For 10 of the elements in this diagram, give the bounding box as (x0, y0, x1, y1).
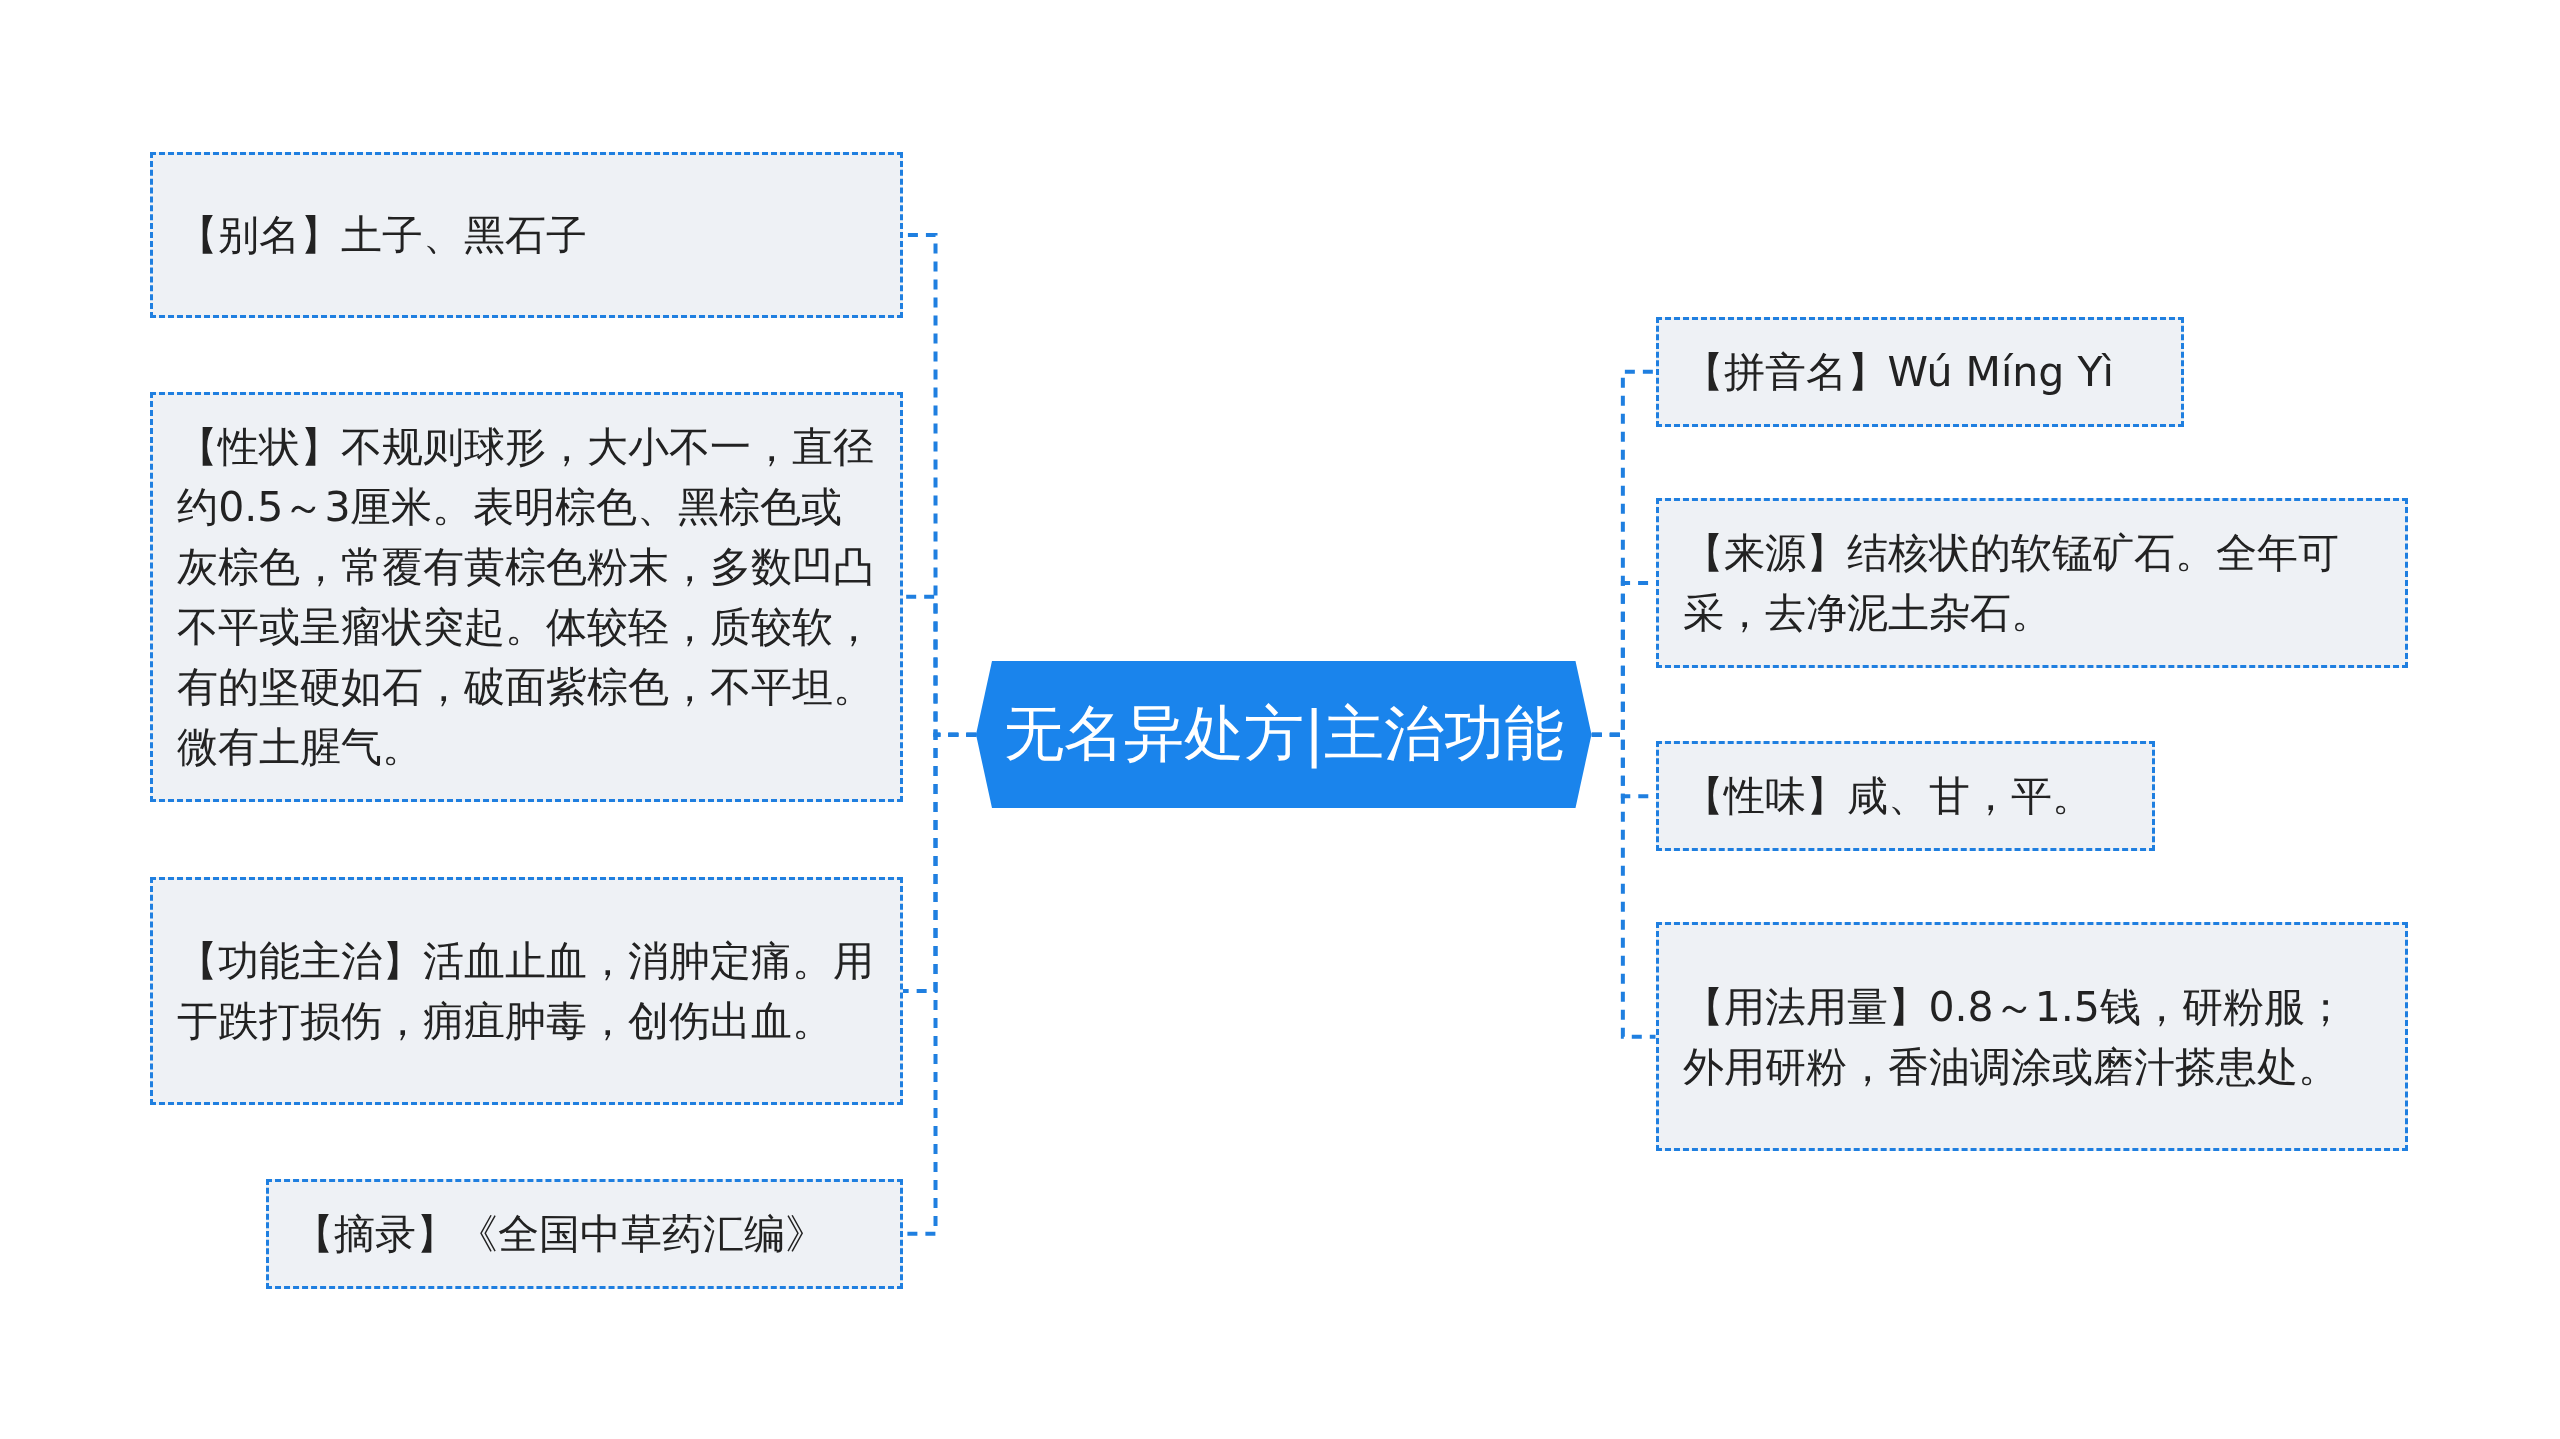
note-box: 【性状】不规则球形，大小不一，直径约0.5～3厘米。表明棕色、黑棕色或灰棕色，常覆有黄棕色粉末，多数凹凸不平或呈瘤状突起。体较轻，质较软，有的坚硬如石，破面紫棕色，不平坦。微有土腥气。 (150, 391, 903, 802)
note-box: 【摘录】《全国中草药汇编》 (266, 1178, 903, 1289)
note-box: 【性味】咸、甘，平。 (1655, 741, 2156, 852)
note-box: 【来源】结核状的软锰矿石。全年可采，去净泥土杂石。 (1655, 497, 2409, 668)
note-box: 【用法用量】0.8～1.5钱，研粉服；外用研粉，香油调涂或磨汁搽患处。 (1655, 922, 2409, 1151)
central-topic: 无名异处方|主治功能 (976, 661, 1592, 809)
note-box: 【功能主治】活血止血，消肿定痛。用于跌打损伤，痈疽肿毒，创伤出血。 (150, 876, 903, 1106)
connector-line (1591, 732, 1656, 1039)
note-box: 【拼音名】Wú Míng Yì (1655, 316, 2185, 427)
note-box: 【别名】土子、黑石子 (150, 151, 903, 319)
